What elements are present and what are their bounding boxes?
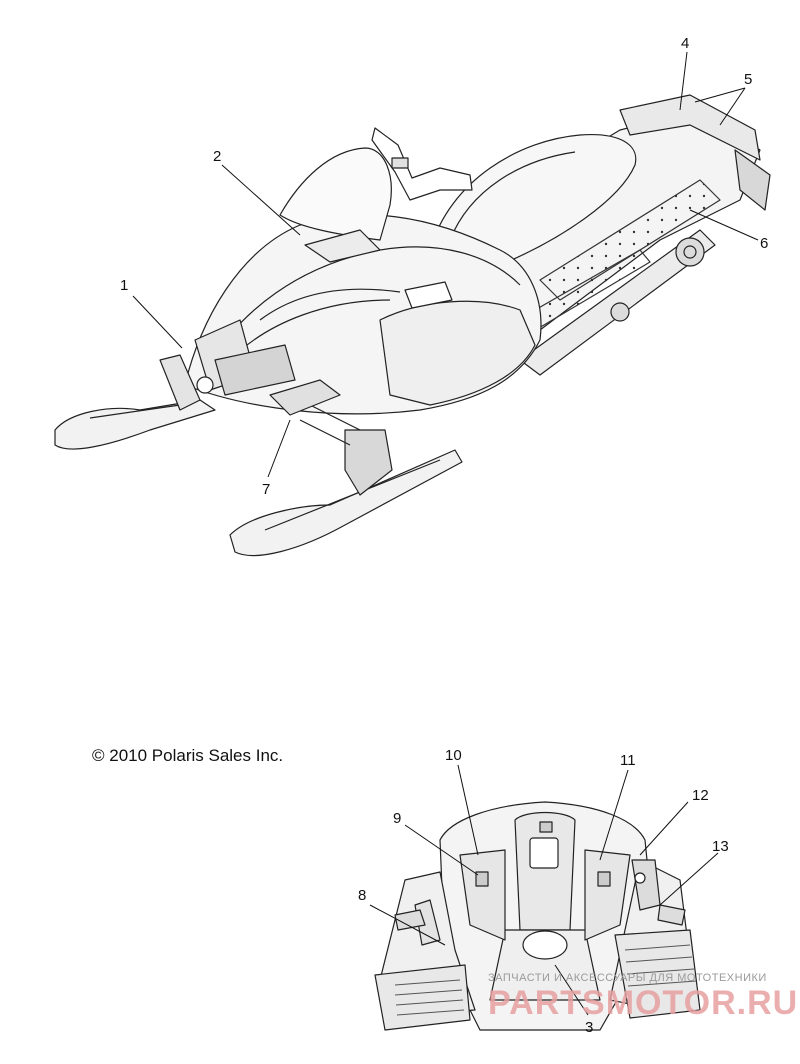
callout-9: 9 [393, 810, 401, 827]
callout-1: 1 [120, 277, 128, 294]
leader-11 [599, 769, 629, 861]
callout-11: 11 [620, 752, 636, 769]
callout-2: 2 [213, 148, 221, 165]
front-view-illustration [374, 801, 701, 1031]
leader-13 [659, 852, 719, 906]
leader-3 [554, 964, 589, 1016]
leader-5a [719, 87, 746, 126]
watermark-logo: PARTSMOTOR.RU [488, 984, 799, 1022]
leader-5b [694, 87, 746, 103]
callout-13: 13 [712, 838, 729, 855]
leader-2 [221, 164, 301, 236]
leader-8 [369, 904, 446, 946]
callout-labels: 1 2 3 4 5 6 7 8 9 10 11 12 13 [120, 35, 768, 1036]
leader-lines [132, 51, 759, 1016]
callout-4: 4 [681, 35, 689, 52]
copyright-text: © 2010 Polaris Sales Inc. [92, 746, 284, 765]
leader-4 [679, 51, 688, 111]
callout-10: 10 [445, 747, 462, 764]
callout-3: 3 [585, 1019, 593, 1036]
leader-10 [457, 764, 479, 856]
callout-5: 5 [744, 71, 752, 88]
leader-9 [404, 824, 479, 876]
leader-7 [267, 419, 291, 478]
callout-8: 8 [358, 887, 366, 904]
snowmobile-illustration [54, 94, 771, 557]
callout-12: 12 [692, 787, 709, 804]
leader-1 [132, 295, 183, 349]
leader-6 [689, 209, 759, 241]
leader-12 [639, 801, 689, 856]
callout-7: 7 [262, 481, 270, 498]
callout-6: 6 [760, 235, 768, 252]
watermark-subtitle: ЗАПЧАСТИ И АКСЕССУАРЫ ДЛЯ МОТОТЕХНИКИ [488, 972, 767, 984]
